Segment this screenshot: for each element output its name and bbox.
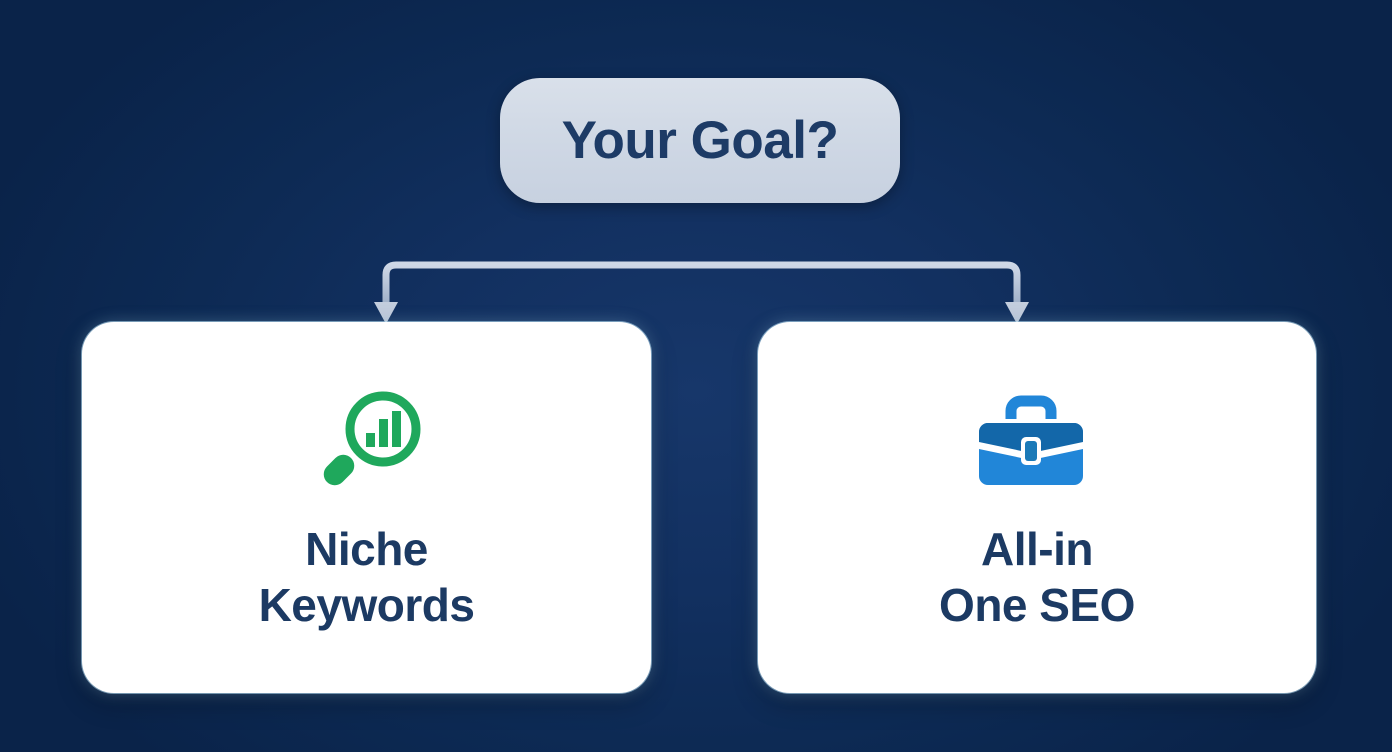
title-line-2: One SEO: [939, 578, 1135, 631]
title-line-2: Keywords: [258, 578, 475, 631]
arrowhead-left: [374, 302, 398, 324]
root-node-your-goal[interactable]: Your Goal?: [500, 78, 900, 203]
option-card-niche-keywords[interactable]: Niche Keywords: [82, 322, 651, 693]
title-line-1: Niche: [305, 523, 428, 576]
option-card-all-in-one-seo[interactable]: All-in One SEO: [758, 322, 1316, 693]
root-node-label: Your Goal?: [561, 111, 839, 170]
option-card-title-niche-keywords: Niche Keywords: [259, 522, 475, 632]
magnifier-bar-chart-icon: [316, 382, 428, 500]
option-card-title-all-in-one-seo: All-in One SEO: [939, 522, 1135, 632]
briefcase-icon: [973, 382, 1089, 500]
title-line-1: All-in: [981, 523, 1093, 576]
arrowhead-right: [1005, 302, 1029, 324]
